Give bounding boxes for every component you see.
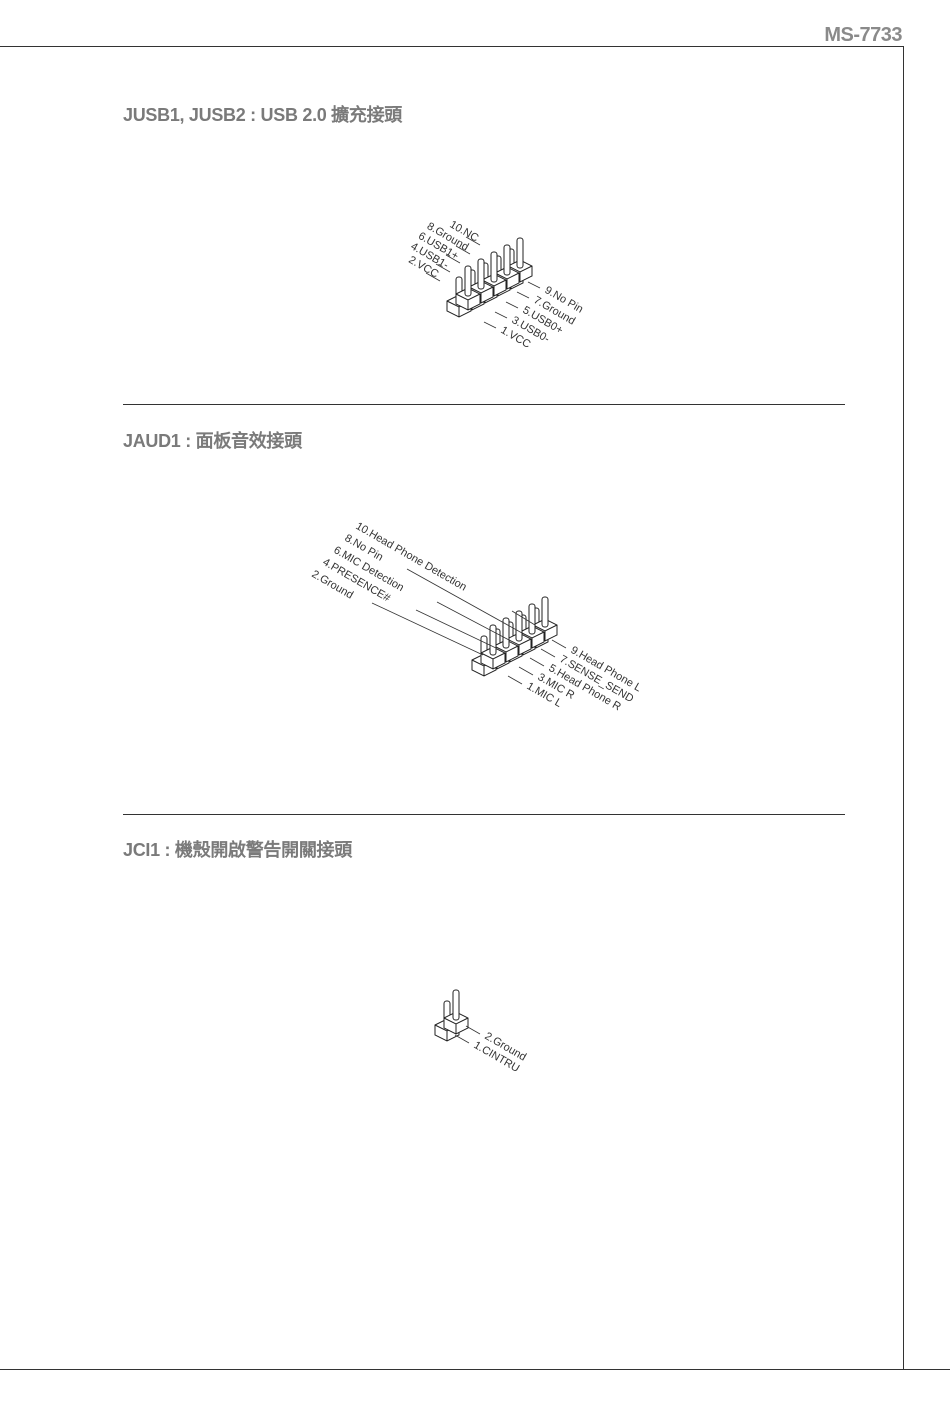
pin <box>453 990 459 1020</box>
jci-connector-pins <box>435 990 468 1041</box>
leader-line <box>466 1026 480 1034</box>
leader-line <box>455 1035 469 1043</box>
